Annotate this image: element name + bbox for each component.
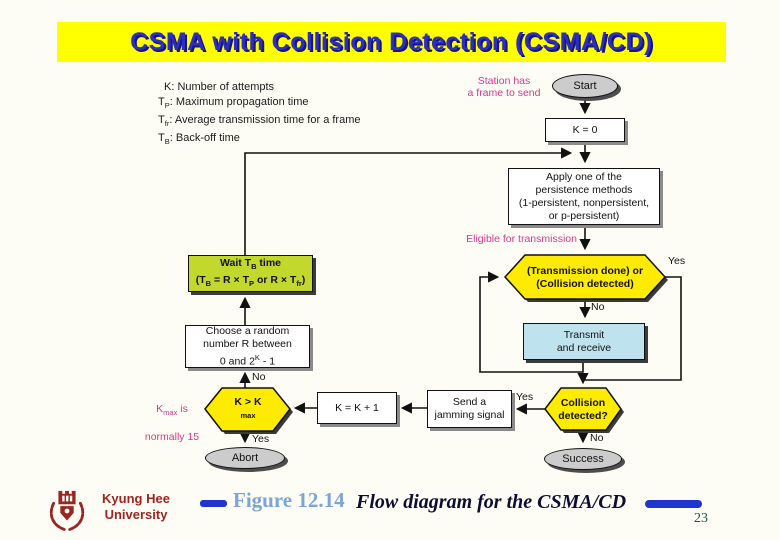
flow-arrows [239,98,682,444]
figure-caption: Flow diagram for the CSMA/CD [356,491,627,513]
collision-no-label: No [590,432,604,444]
persistence-box: Apply one of the persistence methods (1-… [508,168,660,225]
figure-dash-bar [200,500,227,507]
transmission-no-label: No [591,301,605,313]
collision-check-hexagon [544,387,622,431]
wait-backoff-box: Wait TB time (TB = R × TP or R × Tfr) [188,255,313,292]
start-oval: Start [552,74,618,98]
university-logo-icon [46,487,88,538]
slide-title: CSMA with Collision Detection (CSMA/CD) [130,27,653,56]
transmit-receive-box: Transmit and receive [523,323,645,360]
kmax-check-hexagon [204,387,291,432]
transmission-check-hexagon [503,254,667,300]
choose-line2: number R between [203,337,292,350]
legend-line-tp: TP: Maximum propagation time [158,96,309,111]
wait-line2: (TB = R × TP or R × Tfr) [195,273,306,288]
legend-line-k: K: Number of attempts [164,81,275,93]
title-banner: CSMA with Collision Detection (CSMA/CD) [57,22,726,62]
choose-line1: Choose a random [205,324,290,337]
figure-number: Figure 12.14 [233,488,345,512]
university-name-line1: Kyung Hee [102,491,170,506]
kmax-no-label: No [252,371,266,383]
choose-random-box: Choose a random number R between 0 and 2… [185,325,310,368]
increment-k-box: K = K + 1 [317,392,397,424]
success-oval: Success [544,448,622,470]
transmission-check-label: (Transmission done) or (Collision detect… [526,265,644,290]
university-name-line2: University [104,507,168,522]
legend: K: Number of attempts TP: Maximum propag… [158,80,360,150]
abort-oval: Abort [205,447,285,469]
university-name: Kyung Hee University [92,491,180,523]
page-number: 23 [694,511,708,526]
jamming-signal-box: Send a jamming signal [427,390,512,428]
kmax-note-line2: normally 15 [144,431,200,444]
transmission-yes-label: Yes [668,255,686,267]
legend-line-tb: TB: Back-off time [158,132,240,147]
kmax-yes-label: Yes [252,433,270,445]
collision-check-label: Collision detected? [558,397,608,422]
figure-end-bar [645,500,702,508]
legend-line-tfr: Tfr: Average transmission time for a fra… [158,114,361,129]
kmax-note: Kmax is normally 15 [141,391,203,443]
k0-box: K = 0 [545,118,625,142]
eligible-note: Eligible for transmission [466,233,577,245]
wait-line1: Wait TB time [219,257,282,272]
collision-yes-label: Yes [516,391,534,403]
station-note: Station has a frame to send [467,75,541,99]
choose-line3: 0 and 2K - 1 [219,352,276,368]
kmax-note-line1: Kmax is [156,403,188,418]
